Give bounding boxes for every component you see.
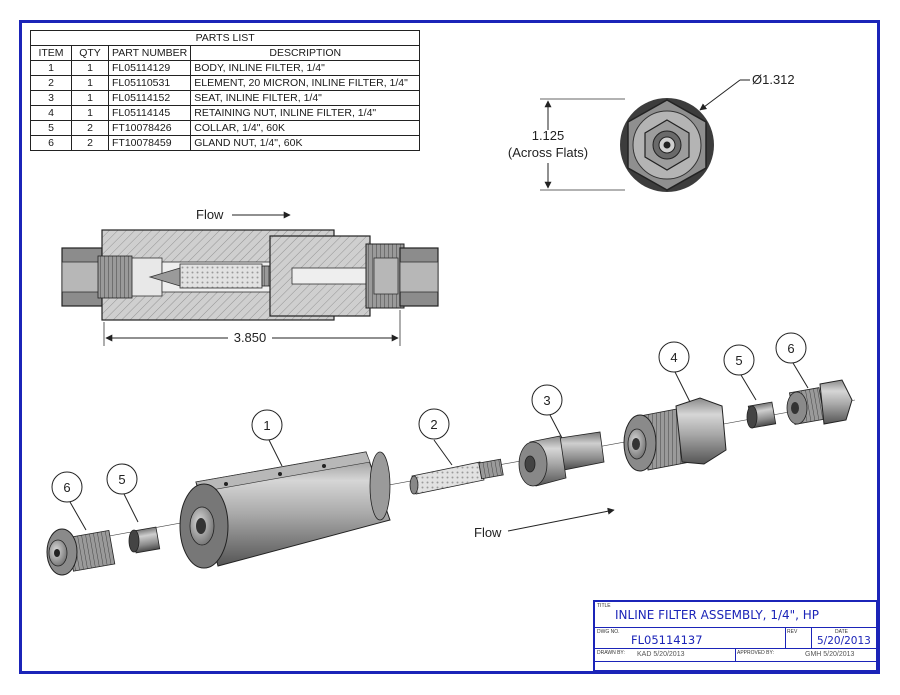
length-dimension: 3.850: [234, 330, 267, 345]
approved-by: GMH 5/20/2013: [805, 651, 855, 658]
exploded-left-gland-nut: [46, 528, 116, 576]
exploded-right-gland-nut: [786, 379, 853, 425]
balloon-6-right-label: 6: [787, 341, 794, 356]
table-row: 1 1 FL05114129 BODY, INLINE FILTER, 1/4": [30, 60, 421, 76]
signoff-row: DRAWN BY: KAD 5/20/2013 APPROVED BY: GMH…: [595, 649, 876, 662]
date-caption: DATE: [835, 629, 848, 635]
cell-description: BODY, INLINE FILTER, 1/4": [190, 60, 421, 76]
title-row: TITLE INLINE FILTER ASSEMBLY, 1/4", HP: [595, 602, 876, 628]
sheet-border: [19, 20, 880, 674]
cell-description: COLLAR, 1/4", 60K: [190, 120, 421, 136]
balloon-4: [658, 341, 690, 373]
title-block: TITLE INLINE FILTER ASSEMBLY, 1/4", HP D…: [593, 600, 878, 672]
diameter-label: Ø1.312: [752, 72, 795, 87]
table-row: 2 1 FL05110531 ELEMENT, 20 MICRON, INLIN…: [30, 75, 421, 91]
drawn-caption: DRAWN BY:: [597, 650, 625, 656]
balloon-3: [531, 384, 563, 416]
balloon-1-label: 1: [263, 418, 270, 433]
approved-caption: APPROVED BY:: [737, 650, 774, 656]
header-description: DESCRIPTION: [190, 45, 421, 61]
balloon-6-left-label: 6: [63, 480, 70, 495]
rev-caption: REV: [787, 629, 798, 635]
balloon-5-left-label: 5: [118, 472, 125, 487]
drawing-date: 5/20/2013: [817, 635, 871, 647]
section-flow-label: Flow: [196, 207, 224, 222]
across-flats-value: 1.125: [532, 128, 565, 143]
balloon-1: [251, 409, 283, 441]
cell-description: GLAND NUT, 1/4", 60K: [190, 135, 421, 151]
cell-item: 6: [30, 135, 72, 151]
balloon-2-label: 2: [430, 417, 437, 432]
section-right-collar: [373, 257, 399, 295]
exploded-view: [46, 332, 856, 576]
drawing-number: FL05114137: [631, 633, 703, 647]
table-row: 4 1 FL05114145 RETAINING NUT, INLINE FIL…: [30, 105, 421, 121]
exploded-seat: [518, 431, 605, 487]
cell-description: ELEMENT, 20 MICRON, INLINE FILTER, 1/4": [190, 75, 421, 91]
balloon-4-label: 4: [670, 350, 677, 365]
exploded-flow-label: Flow: [474, 525, 502, 540]
cell-part-number: FT10078459: [107, 135, 192, 151]
dwg-caption: DWG NO.: [597, 629, 620, 635]
cell-part-number: FL05114145: [107, 105, 192, 121]
parts-list-header-row: ITEM QTY PART NUMBER DESCRIPTION: [30, 45, 421, 61]
drawing-title: INLINE FILTER ASSEMBLY, 1/4", HP: [615, 608, 820, 622]
exploded-flow-arrow: [507, 507, 615, 532]
balloon-6-right: [775, 332, 807, 364]
exploded-left-collar: [128, 526, 161, 554]
parts-list-table: PARTS LIST ITEM QTY PART NUMBER DESCRIPT…: [29, 30, 421, 151]
exploded-body: [179, 451, 391, 569]
dwg-row: DWG NO. FL05114137 REV DATE 5/20/2013: [595, 628, 876, 649]
table-row: 3 1 FL05114152 SEAT, INLINE FILTER, 1/4": [30, 90, 421, 106]
table-row: 6 2 FT10078459 GLAND NUT, 1/4", 60K: [30, 135, 421, 151]
drawn-by: KAD 5/20/2013: [637, 651, 685, 658]
section-left-collar: [97, 255, 133, 299]
exploded-retaining-nut: [623, 397, 727, 472]
balloon-5-left: [106, 463, 138, 495]
section-filter-element: [179, 263, 263, 289]
balloon-3-label: 3: [543, 393, 550, 408]
across-flats-label: (Across Flats): [508, 145, 588, 160]
section-view: [61, 211, 439, 346]
title-caption: TITLE: [597, 603, 611, 609]
table-row: 5 2 FT10078426 COLLAR, 1/4", 60K: [30, 120, 421, 136]
balloon-2: [418, 408, 450, 440]
exploded-filter-element: [409, 458, 504, 495]
exploded-right-collar: [746, 401, 777, 429]
balloon-6-left: [51, 471, 83, 503]
header-item: ITEM: [30, 45, 72, 61]
end-view: [540, 79, 750, 192]
balloon-5-right: [723, 344, 755, 376]
balloon-5-right-label: 5: [735, 353, 742, 368]
diameter-leader: [699, 79, 741, 111]
